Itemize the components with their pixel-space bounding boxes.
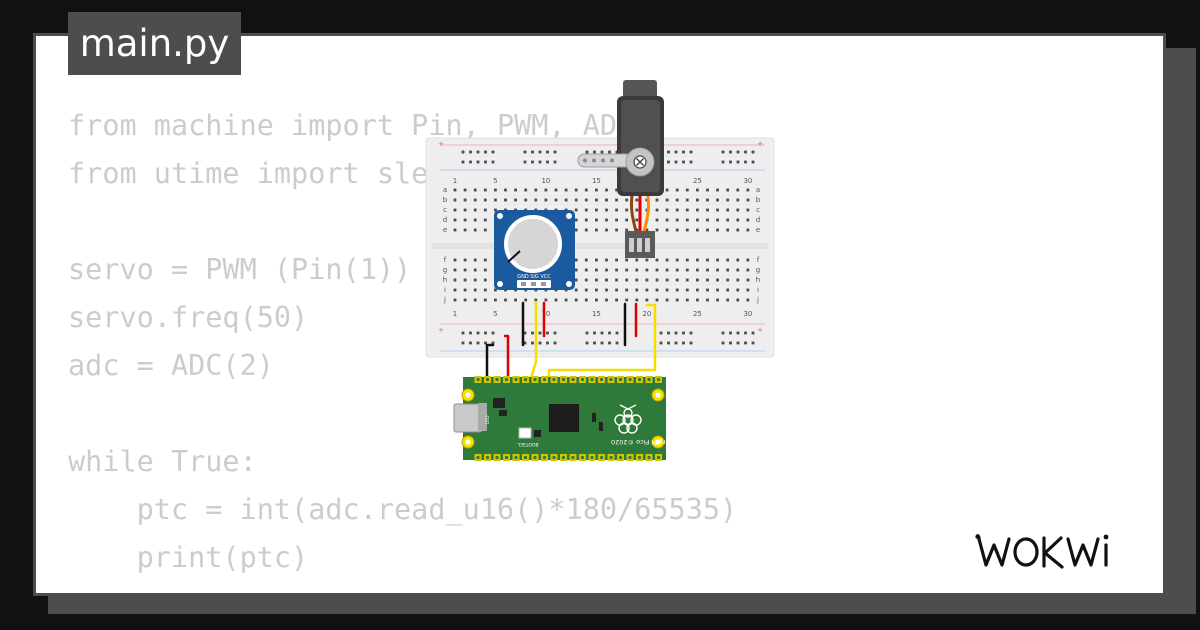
breadboard-label: b [756,196,761,204]
breadboard-label: j [756,296,759,304]
wires [485,300,657,386]
code-line: adc = ADC(2) [68,349,274,382]
breadboard-label: 1 [453,177,457,185]
wire-black-gnd [485,343,495,386]
code-line: servo = PWM (Pin(1)) [68,253,412,286]
breadboard-label: 5 [493,310,497,318]
breadboard-label: g [443,266,447,274]
breadboard-label: g [756,266,760,274]
breadboard-label: + [438,140,444,148]
breadboard-label: 5 [493,177,497,185]
breadboard-holes [453,150,755,345]
filename-tab[interactable]: main.py [68,12,241,75]
breadboard-label: 30 [743,310,752,318]
pico-model-label: Raspberry Pi Pico ©2020 [611,438,692,446]
wire-yellow-signal [527,300,538,386]
code-line: ptc = int(adc.read_u16()*180/65535) [68,493,738,526]
breadboard-label: a [443,186,447,194]
breadboard-label: i [444,286,446,294]
breadboard-label: b [443,196,448,204]
breadboard-label: 30 [743,177,752,185]
breadboard-label: c [756,206,760,214]
breadboard-label: 10 [541,310,550,318]
potentiometer: GND SIG VCC [494,210,575,290]
breadboard-label: + [757,140,763,148]
pico-led-label: LED [485,415,491,424]
breadboard-label: f [757,256,760,264]
wire-red-power [503,334,510,386]
breadboard-label: h [443,276,447,284]
breadboard-label: d [756,216,760,224]
pot-pin-labels: GND SIG VCC [517,274,551,280]
breadboard-label: e [756,226,760,234]
breadboard-label: 1 [453,310,457,318]
breadboard-label: + [438,326,444,334]
breadboard-label: + [757,326,763,334]
raspberry-logo-icon [614,404,642,434]
code-line: servo.freq(50) [68,301,309,334]
code-line: duty = int(ptc+45)*1000000/9 [68,582,737,593]
breadboard-label: a [756,186,760,194]
breadboard-label: 10 [541,177,550,185]
wokwi-logo [975,534,1109,569]
breadboard: 115510101515202025253030aabbccddeeffgghh… [425,137,775,358]
pico-bootsel-label: BOOTSEL [517,441,539,447]
breadboard-label: 25 [693,310,702,318]
servo-motor [577,80,664,258]
breadboard-label: e [443,226,447,234]
wire-yellow-servo [547,303,657,386]
breadboard-label: f [444,256,447,264]
breadboard-label: 15 [592,310,601,318]
breadboard-label: 25 [693,177,702,185]
breadboard-label: 15 [592,177,601,185]
breadboard-label: c [443,206,447,214]
raspberry-pi-pico: Raspberry Pi Pico ©2020 BOOTSEL LED [453,376,692,461]
breadboard-label: h [756,276,760,284]
code-line: print(ptc) [68,541,309,574]
breadboard-label: 20 [642,310,651,318]
breadboard-label: d [443,216,447,224]
pico-pin-pads [474,376,662,461]
breadboard-label: i [757,286,759,294]
breadboard-label: j [443,296,446,304]
code-line: while True: [68,445,257,478]
